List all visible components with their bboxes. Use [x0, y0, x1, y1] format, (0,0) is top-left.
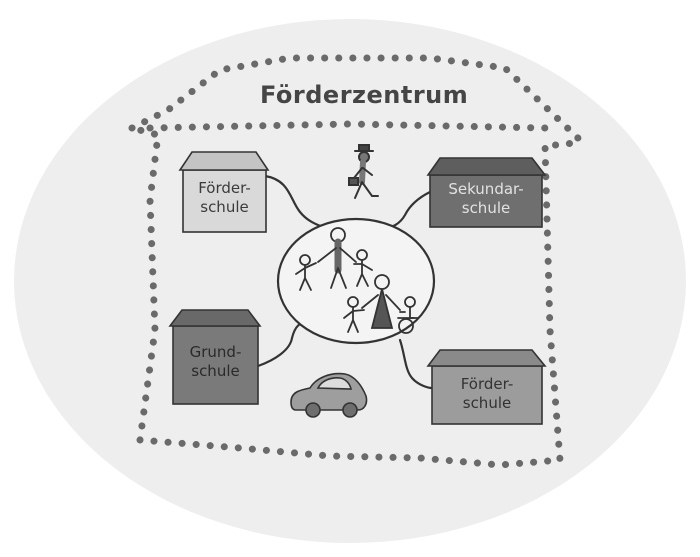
school-label-line2: schule [191, 361, 240, 380]
car-icon [290, 372, 368, 418]
school-label-sekundarschule: Sekundar- schule [430, 180, 542, 218]
school-label-foerderschule-bottom: Förder- schule [432, 375, 542, 413]
school-foerderschule-top [178, 151, 270, 233]
school-label-line1: Förder- [460, 375, 514, 393]
school-label-line2: schule [461, 198, 511, 217]
school-label-line2: schule [462, 393, 512, 412]
school-label-foerderschule-top: Förder- schule [183, 179, 266, 217]
school-foerderschule-bottom [426, 349, 547, 425]
school-label-line1: Förder- [198, 179, 251, 197]
connector-foerderschule-bottom [398, 338, 434, 390]
school-sekundarschule [426, 157, 547, 228]
diagram-title: Förderzentrum [260, 81, 469, 109]
school-label-grundschule: Grund- schule [173, 343, 258, 381]
roof-inner-dotline [146, 120, 549, 132]
foerderzentrum-boundary [122, 54, 587, 469]
school-label-line2: schule [200, 197, 249, 216]
walking-man-icon [348, 144, 379, 199]
family-ellipse [276, 217, 436, 345]
school-label-line1: Grund- [189, 343, 242, 361]
connector-foerderschule-top [263, 174, 327, 230]
school-grundschule [168, 309, 262, 405]
family-figures-icon [295, 227, 419, 334]
school-label-line1: Sekundar- [448, 180, 524, 198]
